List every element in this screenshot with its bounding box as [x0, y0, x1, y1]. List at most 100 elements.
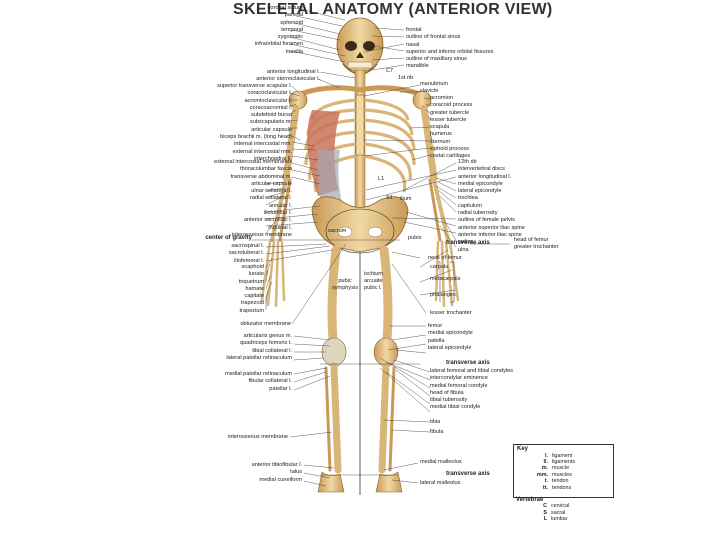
- label-item: anterior inferior iliac spine: [458, 231, 522, 238]
- label-item: biceps brachii m. (long head): [220, 134, 292, 141]
- left-labels-ankle: anterior tibiofibular l. talus medial cu…: [252, 462, 302, 484]
- label-item: triquetrum: [238, 278, 264, 285]
- label-item: zygomatic: [277, 34, 303, 41]
- label-item: frontal: [406, 27, 422, 33]
- label-head-of-femur: head of femur: [514, 237, 549, 243]
- label-obturator: obturator membrane: [240, 321, 291, 327]
- label-item: articular capsule: [251, 126, 292, 133]
- label-item: subdeltoid bursa: [250, 112, 292, 119]
- left-radius: [270, 178, 288, 242]
- left-labels-carpals: scaphoid lunate triquetrum hamate capita…: [239, 264, 264, 315]
- label-sacrum: sacrum: [328, 228, 347, 234]
- label-item: coracoclavicular l.: [247, 90, 292, 97]
- label-item: intercondylar eminence: [430, 375, 488, 382]
- left-labels-pelvis: sacrospinal l. sacrotuberal l. iliofemor…: [229, 243, 264, 265]
- label-item: quadriceps femoris t.: [240, 340, 292, 347]
- label-item: medial patellar retinaculum: [225, 371, 292, 377]
- label-item: lesser tubercle: [430, 116, 467, 123]
- key-title: Key: [517, 446, 529, 452]
- label-item: external intercostal mm.: [232, 148, 292, 155]
- right-labels-shoulder2: acromion coracoid process greater tuberc…: [430, 95, 472, 161]
- label-item: acromioclavicular l.: [244, 97, 292, 104]
- label-item: sacrospinal l.: [231, 243, 264, 249]
- label-item: acromion: [430, 95, 454, 101]
- label-greater-trochanter: greater trochanter: [514, 244, 559, 250]
- label-ilium: ilium: [400, 196, 412, 202]
- label-pubis: pubis: [408, 235, 422, 241]
- label-item: medial tibial condyle: [430, 404, 481, 411]
- label-item: sternum: [430, 138, 451, 145]
- label-item: anterior sternoclavicular l.: [256, 76, 320, 83]
- label-item: sacrotuberal l.: [228, 250, 264, 257]
- key-vertebrae-title: Vertebrae: [516, 497, 544, 503]
- label-item: infraorbital foramen: [254, 41, 303, 48]
- label-item: trochlea: [458, 195, 478, 202]
- label-item: interosseous membrane: [231, 231, 292, 238]
- right-labels-skull: frontal outline of frontal sinus nasal s…: [406, 27, 493, 71]
- label-item: medial femoral condyle: [430, 382, 488, 389]
- left-hand: [260, 240, 286, 308]
- label-item: head of fibula: [430, 389, 464, 396]
- label-item: lunate: [248, 271, 264, 278]
- label-item: iliolumbar l.: [263, 210, 292, 217]
- label-item: medial cuneiform: [259, 476, 302, 483]
- skull: [336, 17, 384, 75]
- label-item: scapula: [430, 124, 450, 131]
- label-item: capitulum: [458, 202, 482, 209]
- label-fibula: fibula: [430, 429, 444, 435]
- label-item: anterior superior iliac spine: [458, 224, 525, 231]
- label-item: manubrium: [420, 81, 448, 87]
- right-clavicle: [359, 85, 421, 97]
- right-ulna: [428, 178, 442, 242]
- label-item: thoracolumbar fascia: [240, 166, 292, 173]
- label-item: outline of frontal sinus: [406, 34, 461, 41]
- label-item: outline of maxillary sinus: [406, 56, 467, 63]
- label-item: trapezoid: [240, 300, 264, 307]
- label-item: lateral patellar retinaculum: [226, 354, 292, 361]
- label-l1: L1: [378, 176, 385, 182]
- left-femur: [327, 245, 341, 345]
- left-labels-knee2: medial patellar retinaculum fibular coll…: [225, 371, 292, 393]
- right-tibia: [378, 362, 390, 474]
- label-item: anterior sacroiliac l.: [243, 217, 292, 224]
- left-labels-trunk: external intercostal membranes thoracolu…: [214, 159, 292, 239]
- label-item: radial collateral l.: [250, 195, 292, 202]
- label-transverse-axis-ankle: transverse axis: [446, 471, 490, 477]
- label-carpals: carpals: [430, 264, 449, 270]
- label-item: internal intercostal mm.: [234, 141, 292, 148]
- label-item: talus: [290, 469, 302, 476]
- label-item: lateral epicondyle: [458, 188, 502, 195]
- label-item: parietal: [284, 12, 303, 19]
- left-labels-neck: anterior longitudinal l. anterior sterno…: [256, 69, 320, 84]
- label-item: costal cartilages: [430, 153, 471, 160]
- right-foot: [375, 471, 403, 493]
- label-item: subscapularis m.: [250, 119, 292, 126]
- key-table: l.ligament ll.ligaments m.muscle mm.musc…: [536, 452, 576, 491]
- left-labels-shoulder: superior transverse scapular l. coracocl…: [217, 83, 292, 163]
- label-item: medial epicondyle: [428, 330, 473, 337]
- label-neck-of-femur: neck of femur: [428, 255, 462, 261]
- label-pubic-symphysis: pubic symphysis: [331, 278, 359, 292]
- label-item: radial tuberosity: [458, 210, 498, 217]
- label-c7: C7: [386, 68, 394, 74]
- left-fibula: [324, 366, 332, 472]
- label-item: scaphoid: [241, 264, 264, 270]
- label-item: capitate: [244, 293, 264, 300]
- label-item: interchondral ll.: [254, 155, 292, 162]
- label-item: ulna: [458, 246, 469, 253]
- label-item: anterior longitudinal l.: [266, 69, 320, 75]
- leader-lines: [252, 8, 400, 487]
- label-lesser-trochanter: lesser trochanter: [430, 310, 472, 316]
- label-transverse-axis-knee: transverse axis: [446, 360, 490, 366]
- label-tibia: tibia: [430, 419, 441, 425]
- label-item: lateral epicondyle: [428, 344, 472, 351]
- label-medial-malleolus: medial malleolus: [420, 459, 462, 465]
- sternum: [355, 94, 365, 156]
- female-pelvis-outline: [325, 208, 395, 254]
- label-arcuate: arcuate pubic l.: [364, 278, 383, 292]
- label-s1: S1: [386, 195, 393, 201]
- label-metacarpals: metacarpals: [430, 276, 461, 282]
